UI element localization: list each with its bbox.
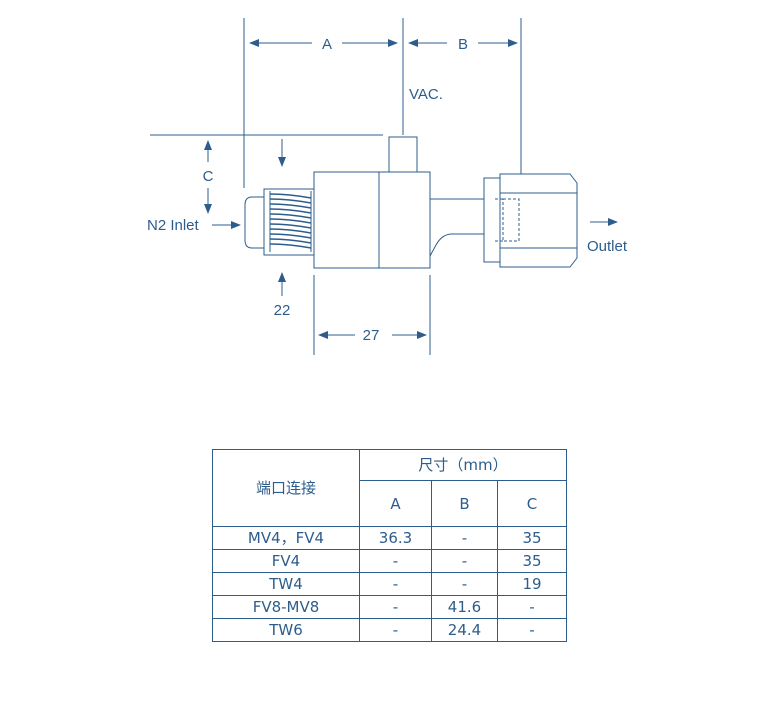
table-row: FV4 - - 35 (212, 549, 567, 573)
nut-inner-thread (502, 198, 520, 242)
port-cell: MV4，FV4 (212, 526, 360, 550)
c-cell: 35 (497, 549, 567, 573)
port-cell: TW4 (212, 572, 360, 596)
outlet-indicator: Outlet (587, 218, 628, 255)
dimension-b: B (408, 36, 518, 53)
main-body (313, 171, 431, 269)
outlet-tube (429, 198, 488, 257)
inlet-tip (244, 196, 269, 249)
extension-lines (150, 18, 522, 355)
vac-port (388, 136, 418, 173)
a-cell: - (359, 549, 432, 573)
c-cell: 19 (497, 572, 567, 596)
n2-inlet-indicator: N2 Inlet (147, 217, 241, 234)
outlet-label: Outlet (587, 238, 628, 255)
dimension-22: 22 (274, 272, 291, 319)
port-header: 端口连接 (212, 449, 360, 527)
dimension-c-label: C (203, 168, 214, 185)
port-cell: TW6 (212, 618, 360, 642)
c-cell: - (497, 595, 567, 619)
a-cell: 36.3 (359, 526, 432, 550)
dimension-table: 端口连接 尺寸（mm） A B C MV4，FV4 36.3 - 35 FV4 … (212, 449, 567, 642)
col-c-header: C (497, 480, 567, 527)
table-row: TW6 - 24.4 - (212, 618, 567, 642)
a-cell: - (359, 572, 432, 596)
valve-dimension-drawing: A B C 22 27 VAC. N2 Inlet Outlet (147, 18, 628, 355)
ferrule (483, 177, 501, 263)
b-cell: 41.6 (431, 595, 498, 619)
n2-inlet-label: N2 Inlet (147, 217, 200, 234)
dimension-22-label: 22 (274, 302, 291, 319)
a-cell: - (359, 618, 432, 642)
valve-body (244, 136, 578, 269)
b-cell: - (431, 572, 498, 596)
thread-pattern (269, 191, 312, 252)
dimension-c: C (203, 140, 214, 214)
dimension-a: A (249, 36, 398, 53)
table-row: MV4，FV4 36.3 - 35 (212, 526, 567, 550)
b-cell: - (431, 549, 498, 573)
col-a-header: A (359, 480, 432, 527)
table-row: FV8-MV8 - 41.6 - (212, 595, 567, 619)
port-cell: FV4 (212, 549, 360, 573)
b-cell: - (431, 526, 498, 550)
size-header: 尺寸（mm） (359, 449, 567, 481)
dimension-b-label: B (458, 36, 468, 53)
dimension-27-label: 27 (363, 327, 380, 344)
hex-nut (499, 173, 578, 268)
c-cell: - (497, 618, 567, 642)
col-b-header: B (431, 480, 498, 527)
c-cell: 35 (497, 526, 567, 550)
port-cell: FV8-MV8 (212, 595, 360, 619)
vac-label: VAC. (409, 86, 443, 103)
table-row: TW4 - - 19 (212, 572, 567, 596)
a-cell: - (359, 595, 432, 619)
b-cell: 24.4 (431, 618, 498, 642)
dimension-27: 27 (318, 327, 427, 344)
dimension-a-label: A (322, 36, 332, 53)
